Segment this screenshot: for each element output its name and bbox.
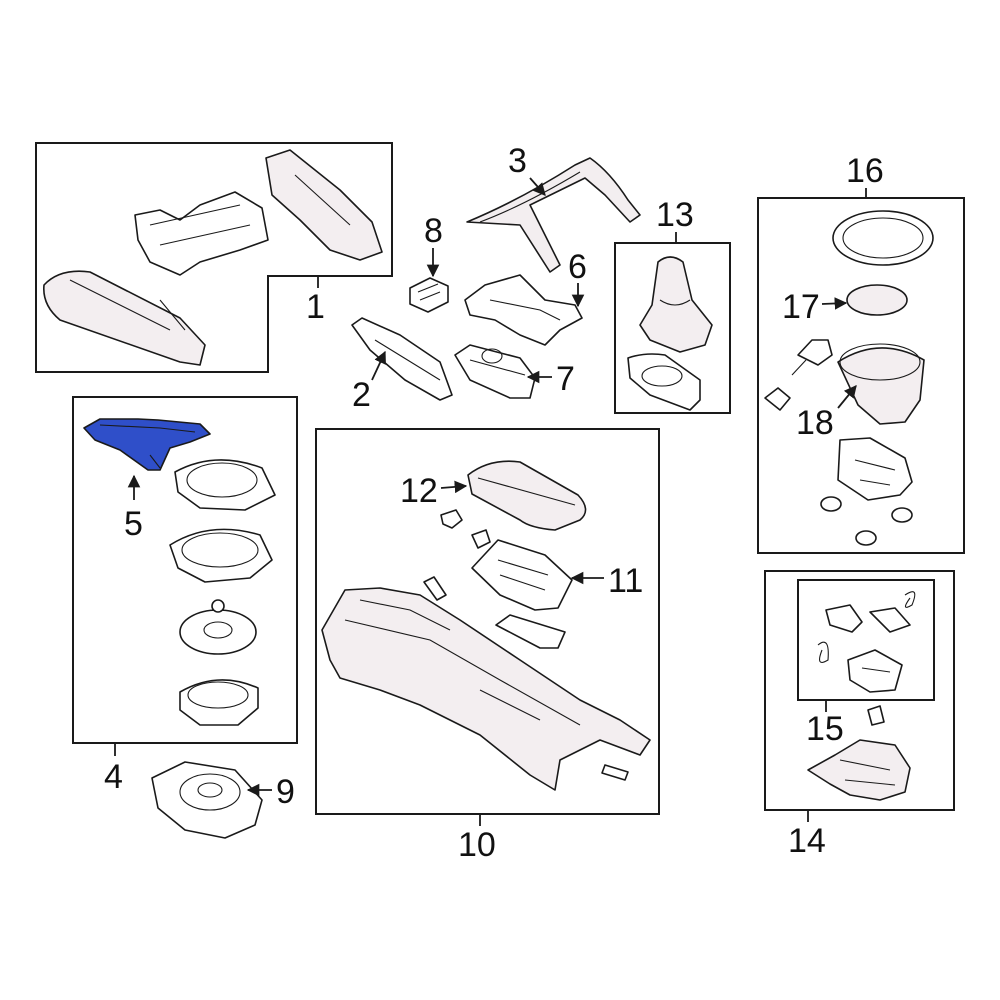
part-16-ring-shape: [832, 210, 934, 266]
part-14-base-shape: [807, 739, 911, 801]
part-3: 3: [466, 142, 641, 273]
part-18-spring-shape: [764, 387, 791, 411]
part-7-shape: [454, 344, 536, 399]
callout-8: 8: [424, 212, 443, 250]
callout-13: 13: [656, 196, 694, 234]
part-4-boot-shape: [179, 609, 257, 655]
part-12-shape: [467, 460, 587, 531]
callout-3: 3: [508, 142, 527, 180]
part-group-4: 5 4: [72, 396, 298, 796]
part-group-16: 16 17 18: [757, 152, 965, 554]
callout-6: 6: [568, 248, 587, 286]
group-10-frame: [315, 428, 660, 815]
part-6: 6: [464, 248, 587, 346]
part-10-console-shape: [321, 587, 651, 791]
callout-5: 5: [124, 505, 143, 543]
part-17-shape: [846, 284, 908, 316]
part-3-shape: [466, 157, 641, 273]
callout-4: 4: [104, 758, 123, 796]
callout-1: 1: [306, 288, 325, 326]
part-1-bracket-shape: [134, 191, 269, 276]
group-4-frame: [72, 396, 298, 744]
part-1-side-panel-shape: [265, 149, 383, 261]
part-group-1: 1: [35, 142, 393, 373]
part-6-shape: [464, 274, 583, 346]
callout-2: 2: [352, 376, 371, 414]
callout-7: 7: [556, 360, 575, 398]
part-15-block-shape: [847, 649, 903, 693]
part-7: 7: [454, 344, 575, 399]
callout-11: 11: [608, 562, 643, 600]
callout-9: 9: [276, 773, 295, 811]
part-16-base-shape: [837, 437, 913, 501]
part-18-cup-shape: [837, 347, 925, 425]
part-4-ring-shape: [179, 679, 259, 726]
leader-17: [821, 297, 848, 310]
part-group-10: 12 11 10: [315, 428, 660, 864]
part-group-14: 15 14: [764, 570, 955, 860]
part-9-shape: [151, 761, 263, 839]
group-16-frame: [757, 197, 965, 554]
callout-10: 10: [458, 826, 496, 864]
group-13-frame: [614, 242, 731, 414]
part-1-lid-shape: [43, 270, 206, 366]
leader-2: [371, 350, 386, 381]
part-2: 2: [351, 317, 453, 414]
callout-14: 14: [788, 822, 826, 860]
part-8: 8: [409, 212, 449, 313]
part-13-trim-shape: [627, 353, 701, 411]
callout-12: 12: [400, 472, 438, 510]
callout-15: 15: [806, 710, 844, 748]
callout-16: 16: [846, 152, 884, 190]
part-18-clip-shape: [797, 339, 833, 366]
group-1-frame: [35, 142, 393, 373]
callout-18: 18: [796, 404, 834, 442]
part-4-trim-shape: [174, 459, 276, 511]
part-4-housing-shape: [169, 528, 273, 583]
part-9: 9: [151, 761, 295, 839]
part-11-shape: [471, 539, 573, 611]
group-14-frame: [764, 570, 955, 811]
leader-18: [837, 385, 857, 409]
part-8-shape: [409, 277, 449, 313]
part-5-highlighted-shape: [83, 418, 211, 471]
leader-12: [440, 480, 468, 494]
group-15-frame: [797, 579, 935, 701]
leader-3: [529, 177, 546, 196]
part-group-13: 13: [614, 196, 731, 414]
callout-17: 17: [782, 288, 820, 326]
